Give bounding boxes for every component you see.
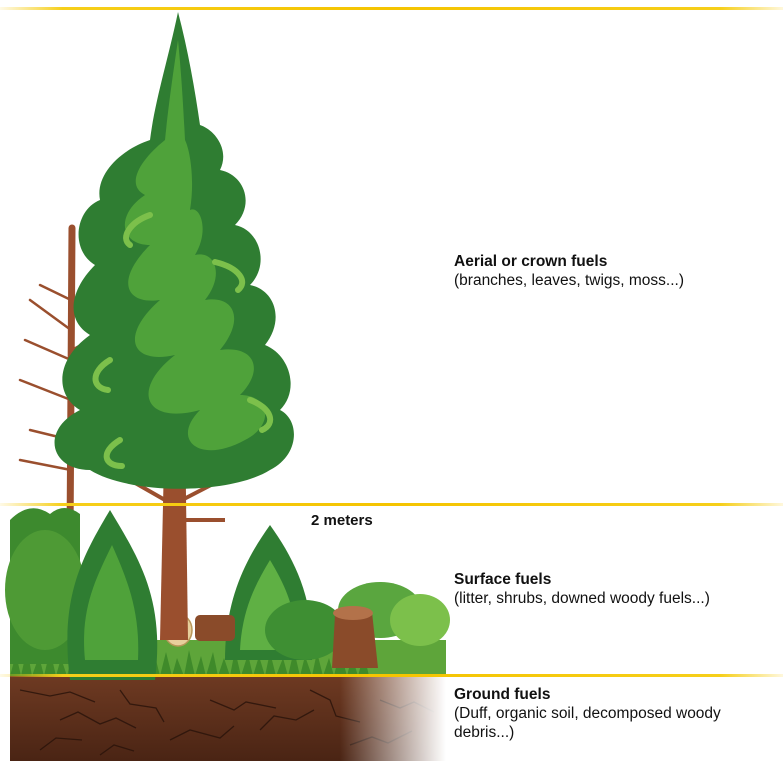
aerial-fuels-title: Aerial or crown fuels: [454, 252, 684, 271]
conifer-crown: [55, 12, 294, 489]
top-divider-line: [0, 7, 783, 10]
aerial-fuels-description: (branches, leaves, twigs, moss...): [454, 271, 684, 290]
tree-stump: [332, 606, 378, 668]
ground-fuels-title: Ground fuels: [454, 685, 721, 704]
log: [195, 615, 235, 641]
ground-fuels-description-line1: (Duff, organic soil, decomposed woody: [454, 704, 721, 723]
surface-fuels-title: Surface fuels: [454, 570, 710, 589]
surface-fuels-description: (litter, shrubs, downed woody fuels...): [454, 589, 710, 608]
surface-fuels-label: Surface fuels (litter, shrubs, downed wo…: [454, 570, 710, 608]
surface-crown-divider-line: [0, 503, 783, 506]
height-marker-label: 2 meters: [311, 512, 373, 529]
aerial-fuels-label: Aerial or crown fuels (branches, leaves,…: [454, 252, 684, 290]
ground-fuels-label: Ground fuels (Duff, organic soil, decomp…: [454, 685, 721, 742]
ground-surface-divider-line: [0, 674, 783, 677]
ground-fuels-description-line2: debris...): [454, 723, 721, 742]
soil-layer: [10, 676, 446, 761]
